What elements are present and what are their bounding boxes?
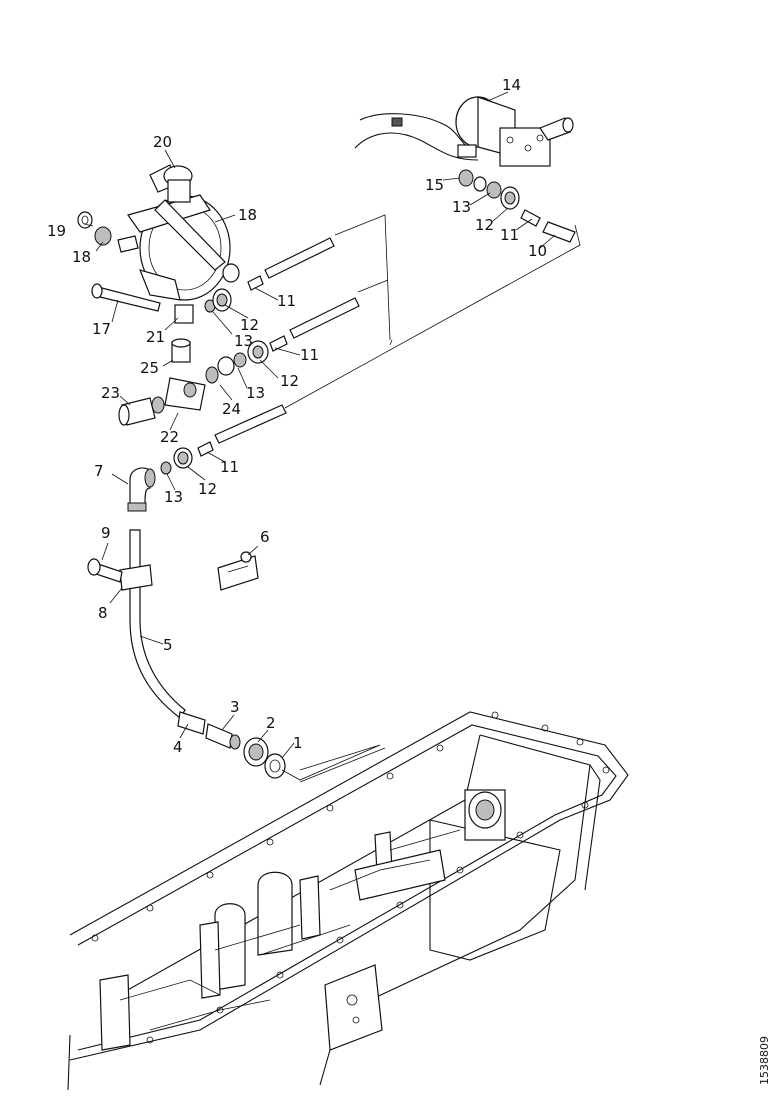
- fittings-mid: [118, 338, 269, 475]
- callout-11-d: 11: [500, 226, 519, 244]
- callout-11-b: 11: [300, 346, 319, 364]
- sump-boss: [464, 789, 506, 841]
- callout-3: 3: [230, 698, 240, 716]
- elbow-and-pipe: [87, 467, 286, 779]
- callout-7: 7: [94, 462, 104, 480]
- callout-12-b: 12: [280, 372, 299, 390]
- callout-10: 10: [528, 242, 547, 260]
- callout-22: 22: [160, 428, 179, 446]
- strainer-plate: [324, 964, 383, 1051]
- callout-24: 24: [222, 400, 241, 418]
- callout-21: 21: [146, 328, 165, 346]
- oil-sump-pan: [67, 711, 629, 1091]
- callout-9: 9: [101, 524, 111, 542]
- callout-8: 8: [98, 604, 108, 622]
- callout-1: 1: [293, 734, 303, 752]
- callout-12-a: 12: [240, 316, 259, 334]
- callout-labels: 20 18 19 18 17 21 13 12 11 11 12 13 25 2…: [47, 76, 547, 756]
- callout-13-b: 13: [246, 384, 265, 402]
- callout-17: 17: [92, 320, 111, 338]
- callout-14: 14: [502, 76, 521, 94]
- callout-20: 20: [153, 133, 172, 151]
- callout-2: 2: [266, 714, 276, 732]
- callout-4: 4: [173, 738, 183, 756]
- callout-19: 19: [47, 222, 66, 240]
- leader-lines: [83, 91, 556, 759]
- callout-18: 18: [72, 248, 91, 266]
- callout-25: 25: [140, 359, 159, 377]
- callout-12-c: 12: [198, 480, 217, 498]
- callout-13-a: 13: [234, 332, 253, 350]
- routing-lines: [281, 214, 581, 783]
- callout-16: 18: [238, 206, 257, 224]
- callout-12-d: 12: [475, 216, 494, 234]
- callout-13-c: 13: [164, 488, 183, 506]
- callout-11-a: 11: [277, 292, 296, 310]
- callout-6: 6: [260, 528, 270, 546]
- callout-15: 15: [425, 176, 444, 194]
- fuel-tubes: [197, 237, 360, 457]
- callout-23: 23: [101, 384, 120, 402]
- callout-13-d: 13: [452, 198, 471, 216]
- pump-assembly: [77, 164, 240, 324]
- solenoid-valve: [354, 96, 576, 243]
- callout-5: 5: [163, 636, 173, 654]
- callout-11-c: 11: [220, 458, 239, 476]
- reference-number: 1538809: [758, 1036, 771, 1085]
